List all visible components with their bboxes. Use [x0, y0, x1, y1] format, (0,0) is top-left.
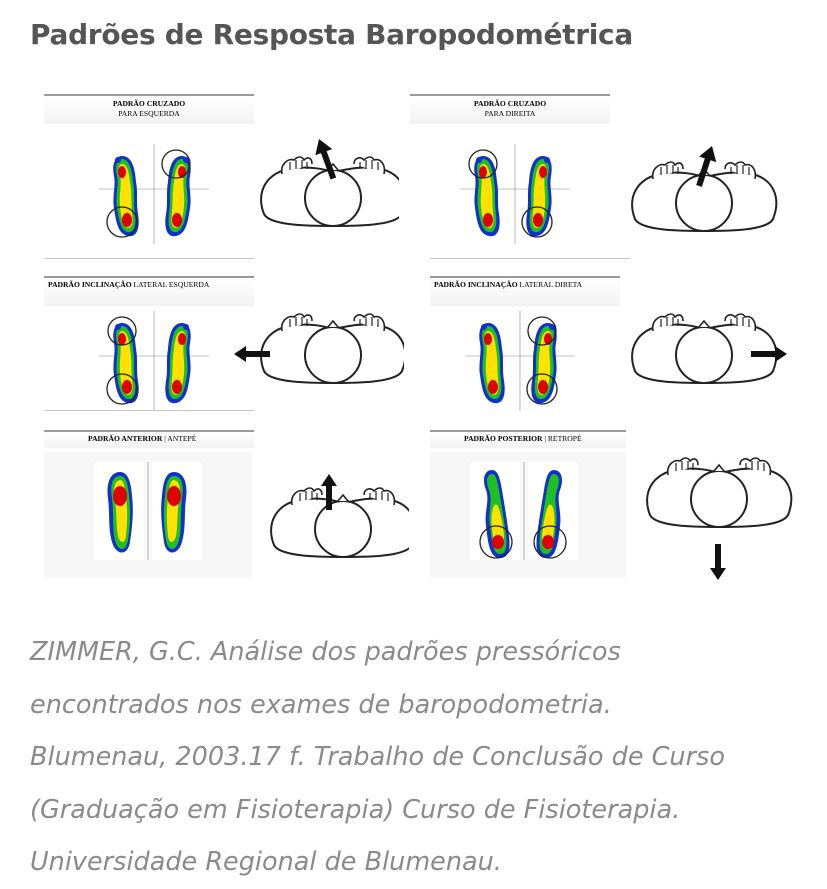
panel-inclinacao-esquerda: PADRÃO INCLINAÇÃO LATERAL ESQUERDA: [44, 276, 404, 416]
panel-subtitle: PARA ESQUERDA: [118, 109, 180, 118]
citation-line: encontrados nos exames de baropodometria…: [30, 689, 612, 720]
panel-anterior: PADRÃO ANTERIOR | ANTEPÉ: [44, 430, 409, 580]
divider: [44, 258, 254, 259]
footprint-pair-icon: [470, 462, 578, 560]
page-title: Padrões de Resposta Baropodométrica: [30, 18, 633, 51]
panel-title: PADRÃO CRUZADO: [473, 99, 547, 108]
panel-title: PADRÃO POSTERIOR: [464, 434, 543, 443]
panel-subtitle: LATERAL ESQUERDA: [133, 280, 210, 289]
citation: ZIMMER, G.C. Análise dos padrões pressór…: [30, 626, 810, 889]
footprint-pair-icon: [99, 144, 209, 244]
panel-subtitle: LATERAL DIRETA: [519, 280, 583, 289]
body-topview-icon: [631, 313, 787, 384]
panel-subtitle: | RETROPÉ: [544, 434, 582, 443]
body-topview-icon: [270, 474, 409, 558]
panel-header: PADRÃO ANTERIOR | ANTEPÉ: [44, 430, 254, 448]
panel-header: PADRÃO CRUZADO PARA DIREITA: [410, 94, 610, 124]
panel-header: PADRÃO INCLINAÇÃO LATERAL ESQUERDA: [44, 276, 254, 306]
panel-subtitle: | ANTEPÉ: [164, 434, 197, 443]
citation-line: (Graduação em Fisioterapia) Curso de Fis…: [30, 794, 681, 825]
baropodometric-figure: PADRÃO CRUZADO PARA ESQUERDA PADRÃO CRUZ…: [40, 84, 800, 604]
panel-cruzado-esquerda: PADRÃO CRUZADO PARA ESQUERDA: [44, 94, 404, 254]
divider: [430, 258, 630, 259]
panel-subtitle: PARA DIREITA: [484, 109, 536, 118]
body-topview-icon: [260, 135, 399, 227]
divider: [44, 410, 254, 411]
footprint-pair-icon: [94, 462, 202, 560]
panel-header: PADRÃO INCLINAÇÃO LATERAL DIRETA: [430, 276, 620, 306]
footprint-pair-icon: [465, 311, 575, 411]
citation-line: Universidade Regional de Blumenau.: [30, 847, 502, 877]
citation-line: ZIMMER, G.C. Análise dos padrões pressór…: [30, 637, 621, 667]
citation-line: Blumenau, 2003.17 f. Trabalho de Conclus…: [30, 742, 725, 772]
panel-header: PADRÃO POSTERIOR | RETROPÉ: [430, 430, 626, 448]
footprint-pair-icon: [99, 311, 209, 411]
panel-inclinacao-direita: PADRÃO INCLINAÇÃO LATERAL DIRETA: [430, 276, 800, 416]
panel-header: PADRÃO CRUZADO PARA ESQUERDA: [44, 94, 254, 124]
panel-posterior: PADRÃO POSTERIOR | RETROPÉ: [430, 430, 800, 600]
body-topview-icon: [631, 143, 778, 232]
body-topview-icon: [234, 313, 404, 384]
body-topview-icon: [646, 457, 793, 580]
panel-cruzado-direita: PADRÃO CRUZADO PARA DIREITA: [410, 94, 790, 254]
panel-title: PADRÃO INCLINAÇÃO: [434, 280, 518, 289]
footprint-pair-icon: [460, 144, 570, 244]
panel-title: PADRÃO INCLINAÇÃO: [48, 280, 132, 289]
panel-title: PADRÃO ANTERIOR: [88, 434, 163, 443]
panel-title: PADRÃO CRUZADO: [112, 99, 186, 108]
